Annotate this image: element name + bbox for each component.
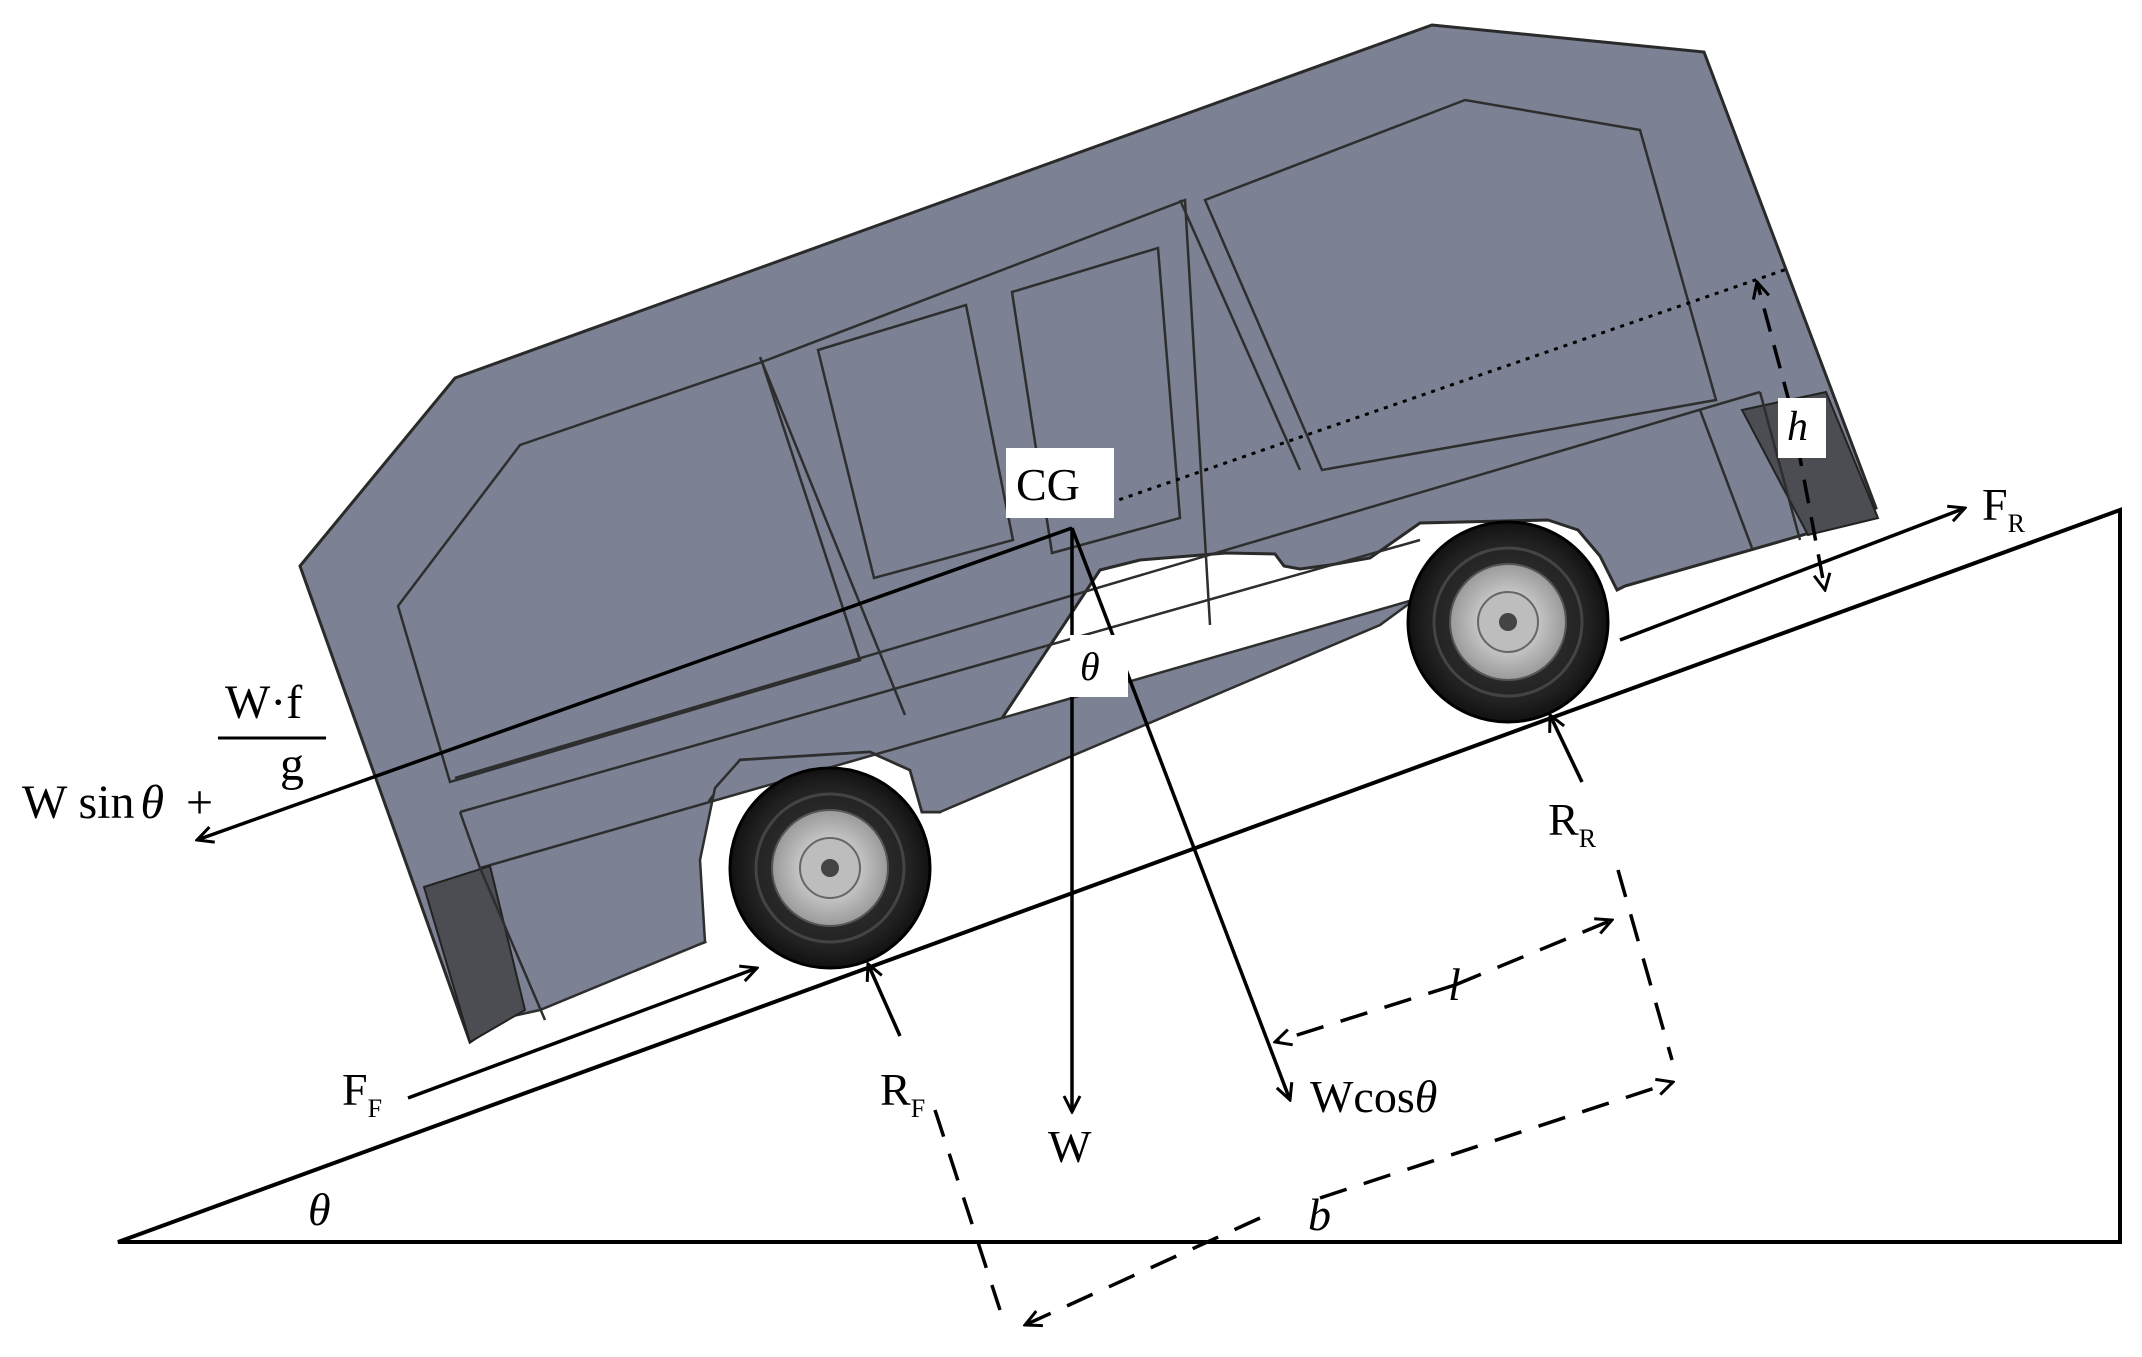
front-normal-reaction-arrow (868, 964, 902, 1037)
door-seam-1 (758, 356, 907, 716)
b-dimension-extension (933, 1109, 1002, 1311)
b-label: b (1308, 1189, 1331, 1240)
normal-weight-component-arrow (1070, 527, 1290, 1100)
body-crease (454, 390, 1761, 780)
cg-height-reference-line (1071, 266, 1791, 518)
door-window-1 (816, 303, 1015, 580)
inertia-fraction-numerator: W·f (225, 676, 302, 729)
l-dimension-arrow-right (1454, 920, 1612, 987)
rear-tractive-force-arrow (1619, 508, 1965, 642)
theta-center-label: θ (1080, 644, 1100, 689)
weight-label: W (1048, 1121, 1092, 1172)
front-lower-panel (458, 811, 547, 1021)
h-dimension-arrow-up (1757, 282, 1792, 406)
theta-incline-label: θ (308, 1184, 331, 1235)
door-seam-2 (1178, 199, 1302, 471)
h-label: h (1787, 404, 1808, 450)
body-crease-lower (459, 538, 1421, 814)
rear-normal-reaction-label: RR (1548, 794, 1597, 853)
inertia-force-arrow (197, 526, 1073, 840)
incline-ramp (117, 507, 2122, 1244)
front-normal-reaction-label: RF (880, 1064, 925, 1123)
inertia-fraction-denominator: g (280, 738, 304, 791)
rear-normal-reaction-arrow (1550, 715, 1584, 783)
rear-wheel (1406, 520, 1610, 724)
rear-lower-panel (1698, 391, 1802, 549)
l-label: l (1448, 959, 1461, 1010)
l-dimension-arrow-left (1275, 983, 1456, 1042)
b-dimension-arrow-right (1319, 1082, 1673, 1200)
rear-tractive-force-label: FR (1982, 479, 2026, 538)
front-bumper (422, 864, 527, 1044)
h-dimension-arrow-down (1788, 404, 1825, 590)
cg-label-background (1006, 448, 1114, 518)
front-wheel (728, 766, 932, 970)
van-sill (478, 596, 1421, 1022)
front-tractive-force-arrow (407, 968, 757, 1100)
middle-door-outline (761, 198, 1212, 626)
cg-label: CG (1016, 459, 1080, 510)
front-tractive-force-label: FF (342, 1064, 382, 1123)
theta-label-background (1070, 635, 1128, 697)
rear-window-outline (1203, 98, 1718, 472)
l-dimension-extension (1616, 869, 1674, 1061)
h-label-background (1778, 398, 1826, 458)
normal-weight-component-label: Wcosθ (1310, 1071, 1437, 1122)
